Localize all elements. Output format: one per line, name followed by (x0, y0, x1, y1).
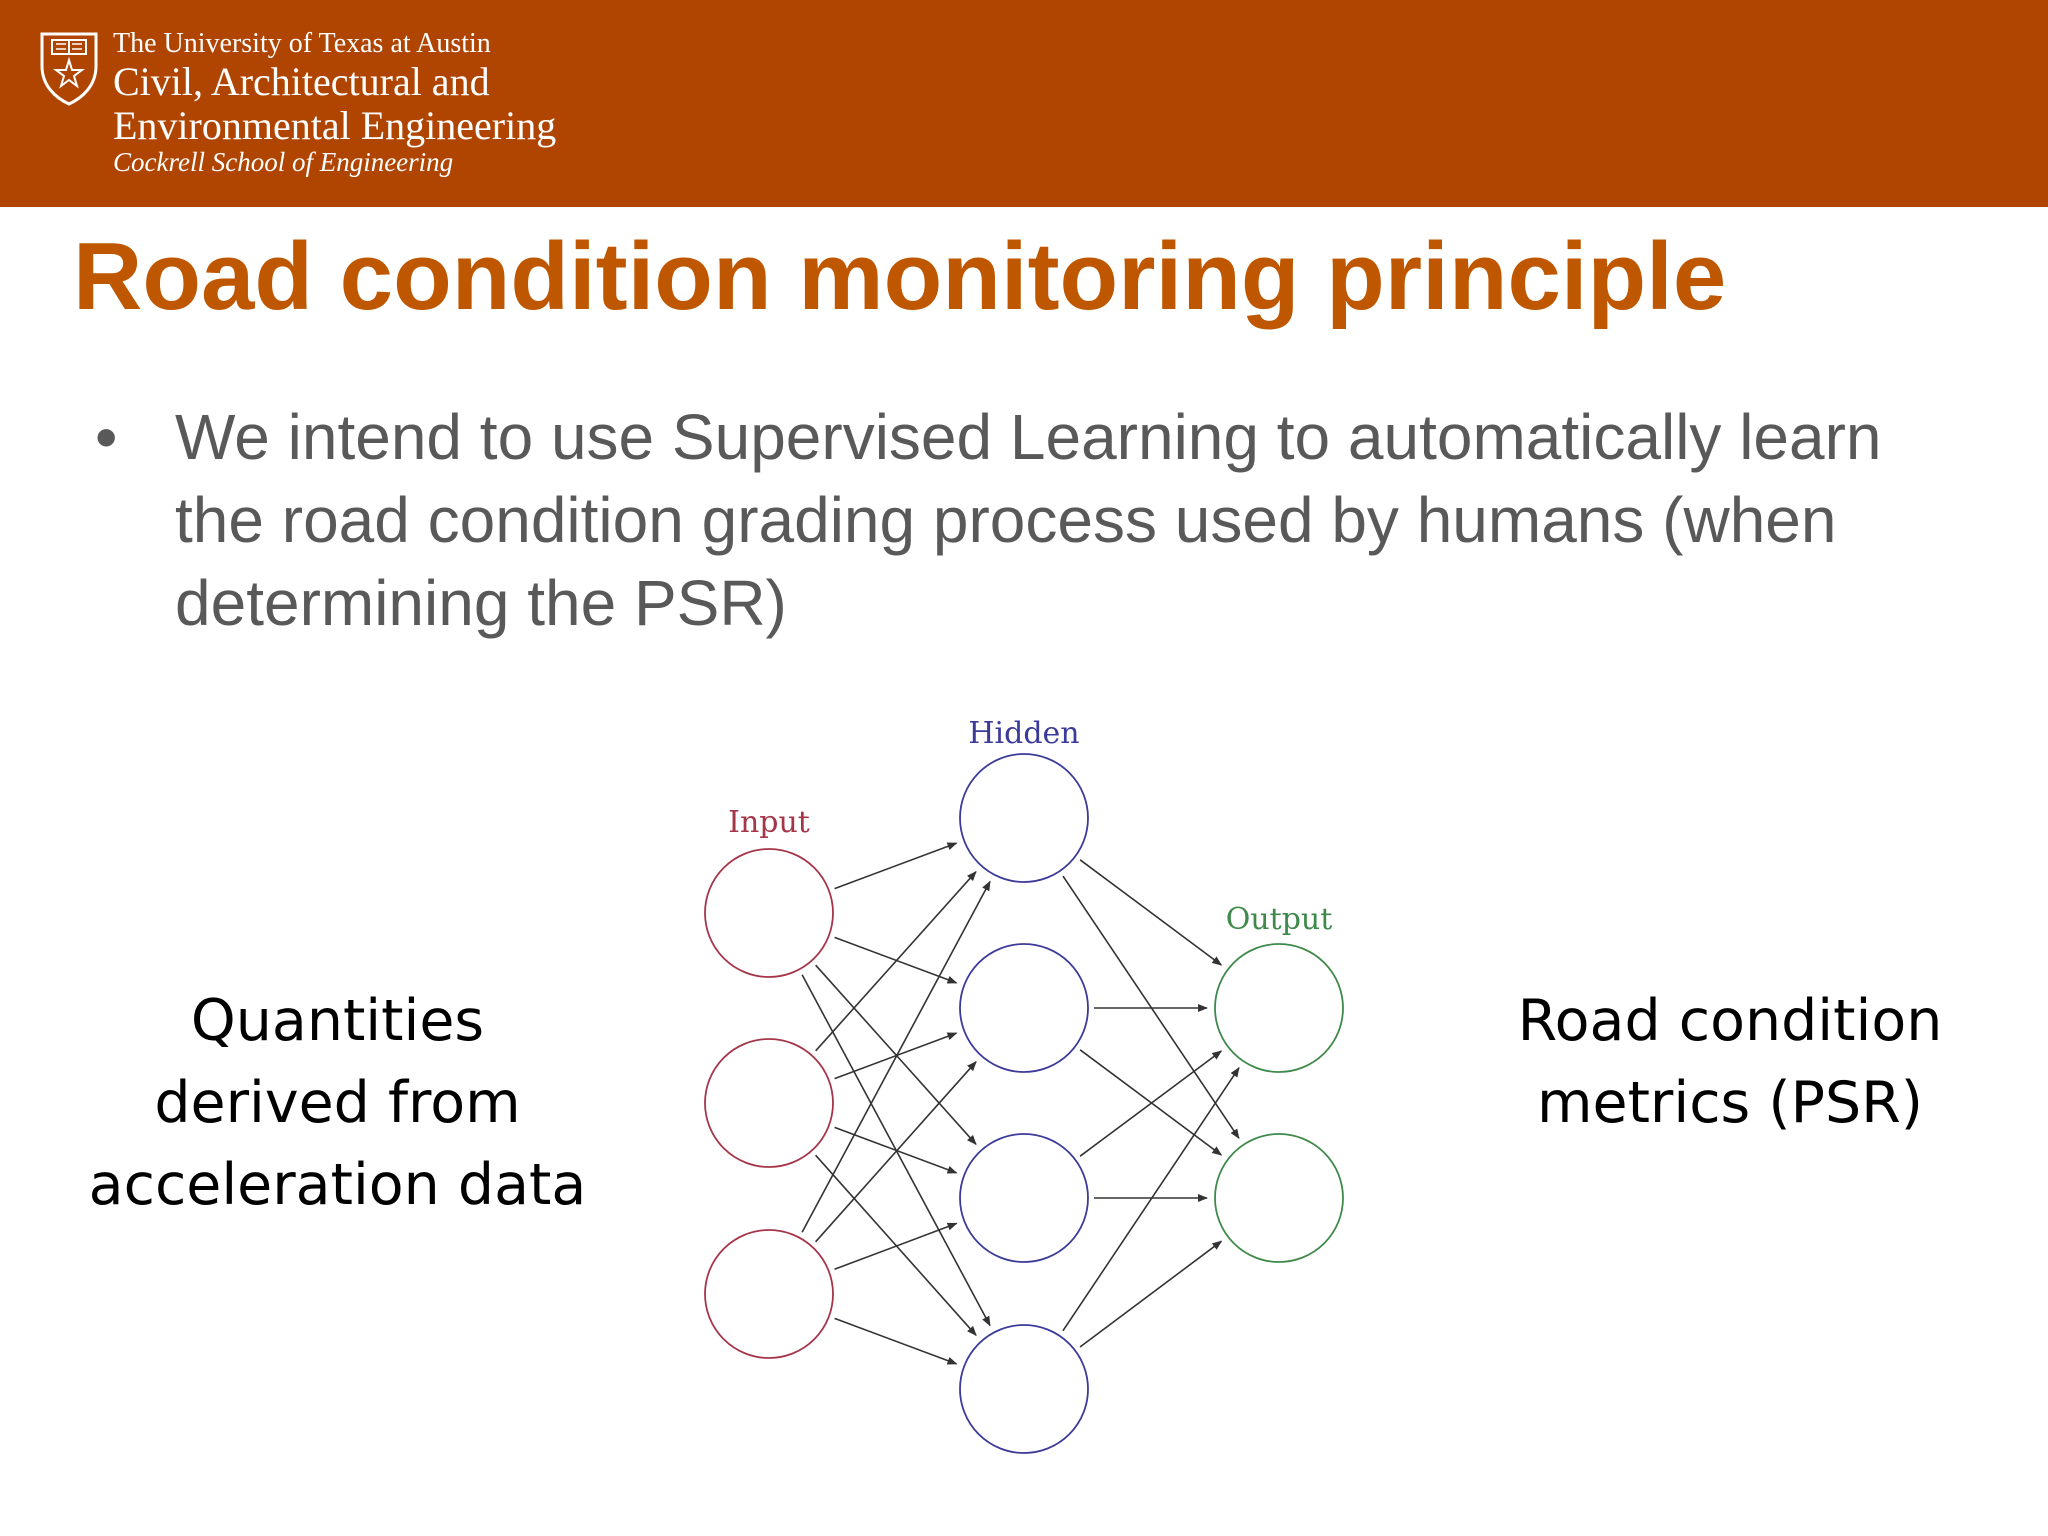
connection-arrow (1062, 1066, 1240, 1332)
connection-arrow (801, 880, 991, 1233)
connection-arrow (815, 870, 977, 1052)
input-layer-label: Input (728, 805, 810, 840)
connection-arrow (834, 936, 958, 984)
input-description-line: acceleration data (88, 1152, 587, 1218)
hidden-node (959, 753, 1089, 883)
department-line-1: Civil, Architectural and (113, 59, 490, 104)
connection-arrow (815, 964, 977, 1146)
hidden-node (959, 1324, 1089, 1454)
connection-arrow (1079, 1049, 1223, 1156)
bullet-text: We intend to use Supervised Learning to … (175, 401, 1882, 639)
input-description-line: derived from (154, 1070, 521, 1136)
ut-shield-icon (40, 32, 98, 106)
output-description-line: Road condition (1517, 988, 1943, 1054)
slide-title: Road condition monitoring principle (73, 223, 1727, 330)
input-node (704, 848, 834, 978)
connection-arrow (1079, 859, 1223, 966)
hidden-node (959, 943, 1089, 1073)
connection-arrow (834, 1222, 958, 1271)
node-group (704, 753, 1344, 1454)
connection-arrow (834, 1126, 958, 1174)
output-description-line: metrics (PSR) (1536, 1070, 1923, 1136)
output-description: Road condition metrics (PSR) (1470, 980, 1990, 1144)
input-description: Quantities derived from acceleration dat… (60, 980, 615, 1226)
connection-arrow (1079, 1240, 1223, 1348)
hidden-node (959, 1133, 1089, 1263)
output-node (1214, 1133, 1344, 1263)
output-node (1214, 943, 1344, 1073)
connection-arrow (834, 1317, 958, 1365)
school-name: Cockrell School of Engineering (113, 147, 454, 177)
output-layer-label: Output (1226, 902, 1333, 937)
connection-arrow (815, 1154, 977, 1337)
input-node (704, 1229, 834, 1359)
input-description-line: Quantities (190, 988, 485, 1054)
connection-arrow (834, 1032, 958, 1080)
connection-arrow (1062, 875, 1240, 1140)
connection-arrow (1079, 1050, 1223, 1157)
connection-arrow (815, 1060, 977, 1243)
connection-group (801, 842, 1240, 1365)
connection-arrow (834, 842, 958, 890)
input-node (704, 1038, 834, 1168)
header-banner: The University of Texas at Austin Civil,… (0, 0, 2048, 207)
department-line-2: Environmental Engineering (113, 103, 557, 148)
university-name: The University of Texas at Austin (113, 28, 491, 59)
hidden-layer-label: Hidden (968, 716, 1079, 751)
bullet-symbol: • (95, 401, 118, 473)
